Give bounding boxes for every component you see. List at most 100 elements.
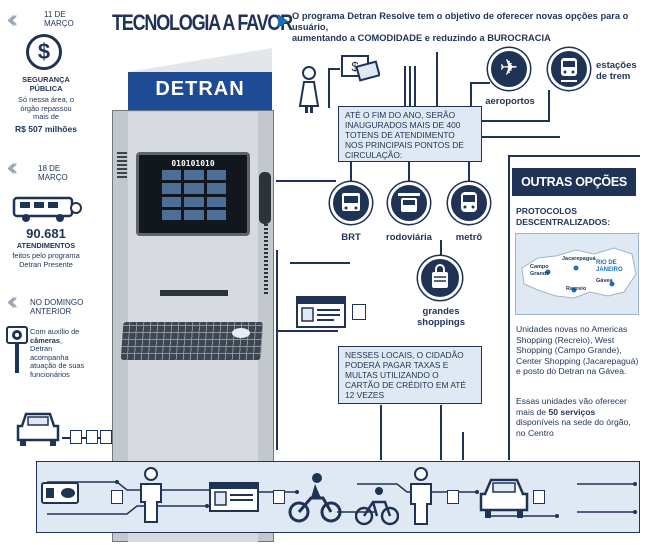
- label-brt: BRT: [341, 232, 361, 243]
- screen-button[interactable]: [184, 196, 204, 207]
- subtitle-line-1: O programa Detran Resolve tem o objetivo…: [292, 11, 629, 32]
- units-text: Unidades novas no Americas Shopping (Rec…: [516, 324, 639, 376]
- services-text: Essas unidades vão oferecer mais de 50 s…: [516, 396, 634, 438]
- id-document-icon: [41, 482, 79, 504]
- trackball-icon[interactable]: [232, 328, 250, 338]
- card-title: SEGURANÇA PÚBLICA: [22, 75, 70, 93]
- van-icon: [12, 196, 82, 222]
- screen-code: 010101010: [171, 159, 215, 168]
- screen-button[interactable]: [184, 209, 204, 220]
- circuit-line: [508, 155, 510, 460]
- circuit-line: [436, 52, 438, 107]
- screen-button[interactable]: [162, 196, 182, 207]
- circuit-line: [350, 162, 352, 182]
- train-icon: [561, 58, 577, 82]
- circuit-line: [462, 432, 464, 460]
- bus-station-icon: [398, 193, 420, 212]
- dollar-icon: $: [26, 34, 62, 70]
- person-icon: [410, 467, 432, 525]
- circuit-line: [290, 262, 350, 264]
- title-arrow-icon: [278, 14, 288, 28]
- metro-icon: [461, 192, 477, 212]
- chevron-icon: ‹‹: [6, 287, 18, 317]
- doc-icon: [111, 490, 123, 504]
- screen-button[interactable]: [184, 170, 204, 181]
- person-icon: [140, 467, 162, 523]
- card-slot[interactable]: [160, 290, 228, 296]
- screen-button[interactable]: [184, 183, 204, 194]
- subtitle-line-2: aumentando a COMODIDADE e reduzindo a BU…: [292, 33, 551, 43]
- sidebar-card-cameras: ‹‹ NO DOMINGO ANTERIOR Com auxílio de câ…: [0, 288, 92, 400]
- card-label: ATENDIMENTOS: [16, 241, 76, 250]
- bottom-circuit-bar: [36, 461, 640, 533]
- id-card-icon: [296, 296, 346, 328]
- bicycle-icon: [355, 487, 399, 526]
- circuit-line: [470, 82, 472, 107]
- label-trem: estações de trem: [596, 60, 637, 82]
- phone-cord: [264, 224, 268, 294]
- kiosk-speaker-grill: [117, 152, 127, 178]
- circuit-line: [508, 155, 640, 157]
- sidebar-card-seguranca: ‹‹ 11 DE MARÇO $ SEGURANÇA PÚBLICA Só ne…: [0, 4, 92, 144]
- airport-icon-circle: ✈: [488, 48, 530, 90]
- doc-icon: [533, 490, 545, 504]
- doc-icon: [70, 430, 82, 444]
- camera-icon: [6, 326, 28, 373]
- map-shape-icon: [521, 247, 637, 299]
- screen-button[interactable]: [206, 183, 226, 194]
- map-label-recreio: Recreio: [566, 286, 587, 292]
- card-text: Com auxílio de câmeras, Detran acompanha…: [30, 327, 86, 380]
- circuit-line: [480, 136, 560, 138]
- id-card-icon: [209, 482, 259, 512]
- rio-map: Jacarepaguá Campo Grande RIO DE JANEIRO …: [515, 233, 639, 315]
- motorcycle-icon: [288, 473, 342, 523]
- phone-handset-icon[interactable]: [259, 172, 271, 224]
- circuit-line: [440, 405, 442, 460]
- sidebar-card-atendimentos: ‹‹ 18 DE MARÇO 90.681 ATENDIMENTOS feito…: [0, 150, 92, 282]
- doc-icon: [447, 490, 459, 504]
- protocolos-title: PROTOCOLOS DESCENTRALIZADOS:: [516, 206, 611, 227]
- infobox-totens: ATÉ O FIM DO ANO, SERÃO INAUGURADOS MAIS…: [338, 106, 482, 162]
- circuit-line: [468, 162, 470, 182]
- screen-button[interactable]: [162, 209, 182, 220]
- circuit-line: [276, 250, 278, 450]
- circuit-line: [414, 66, 416, 106]
- services-pre: Essas unidades vão oferecer mais de: [516, 396, 627, 417]
- card-text-post: , Detran acompanha atuação de suas funci…: [30, 335, 85, 379]
- brt-icon-circle: [330, 182, 372, 224]
- bus-icon: [342, 193, 360, 211]
- circuit-line: [328, 68, 340, 70]
- screen-button[interactable]: [162, 170, 182, 181]
- page-subtitle: O programa Detran Resolve tem o objetivo…: [292, 11, 642, 44]
- screen-button[interactable]: [162, 183, 182, 194]
- label-metro: metrô: [455, 232, 483, 243]
- card-number: 90.681: [26, 226, 66, 241]
- screen-buttons: [162, 170, 226, 220]
- screen-button[interactable]: [206, 196, 226, 207]
- screen-button[interactable]: [206, 209, 226, 220]
- doc-icon: [86, 430, 98, 444]
- infobox-pagamento: NESSES LOCAIS, O CIDADÃO PODERÁ PAGAR TA…: [338, 346, 482, 404]
- screen-button[interactable]: [206, 170, 226, 181]
- doc-icon: [352, 304, 366, 320]
- card-date: 11 DE MARÇO: [44, 10, 74, 28]
- circuit-line: [276, 180, 336, 182]
- outras-opcoes-heading: OUTRAS OPÇÕES: [512, 168, 636, 196]
- card-text-pre: Com auxílio de: [30, 327, 80, 336]
- airplane-icon: ✈: [499, 56, 519, 81]
- kiosk-screen[interactable]: 010101010: [136, 152, 250, 236]
- doc-icon: [100, 430, 112, 444]
- card-text: Só nessa área, o órgão repassou mais de: [18, 95, 74, 122]
- map-label-rio: RIO DE JANEIRO: [596, 260, 623, 273]
- chevron-icon: ‹‹: [6, 5, 18, 35]
- circuit-line: [408, 162, 410, 182]
- label-shoppings: grandes shoppings: [416, 306, 466, 328]
- label-rodoviaria: rodoviária: [386, 232, 432, 243]
- kiosk-brand-panel: [128, 72, 272, 110]
- circuit-line: [404, 66, 406, 106]
- doc-icon: [273, 490, 285, 504]
- circuit-line: [409, 66, 411, 106]
- circuit-line: [548, 90, 550, 122]
- circuit-line: [276, 330, 338, 332]
- circuit-line: [470, 82, 490, 84]
